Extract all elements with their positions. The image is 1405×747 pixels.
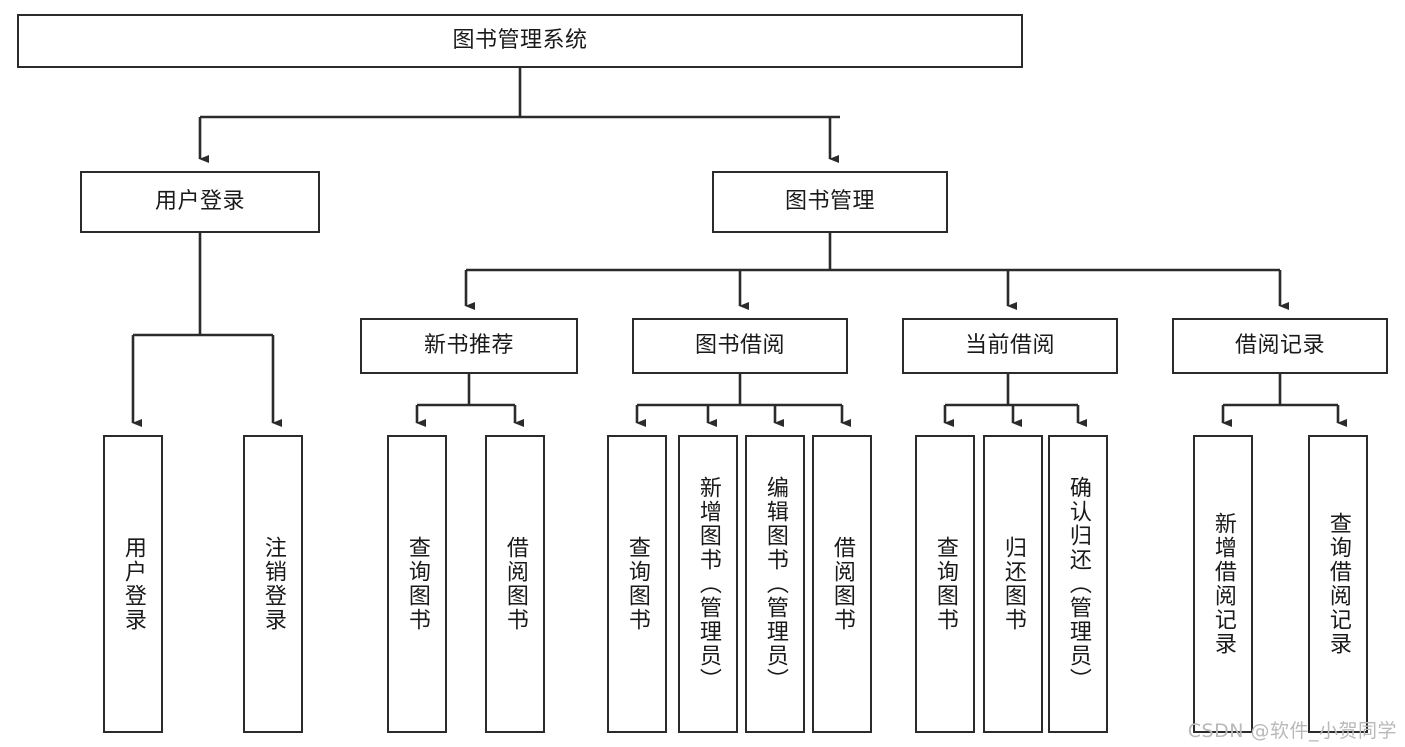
- node-label: 查询图书: [932, 536, 958, 632]
- node-label: 查询图书: [404, 536, 430, 632]
- watermark-text: CSDN @软件_小贺同学: [1187, 720, 1397, 742]
- node-label: 编辑图书（管理员）: [762, 476, 788, 692]
- node-label: 注销登录: [260, 536, 286, 632]
- node-leaf-add-book-admin[interactable]: 新增图书（管理员）: [678, 435, 738, 733]
- node-leaf-query-book-current[interactable]: 查询图书: [915, 435, 975, 733]
- node-label: 借阅图书: [502, 536, 528, 632]
- node-label: 图书管理系统: [452, 27, 588, 53]
- node-label: 归还图书: [1000, 536, 1026, 632]
- node-leaf-add-borrow-record[interactable]: 新增借阅记录: [1193, 435, 1253, 733]
- node-book-management-system[interactable]: 图书管理系统: [17, 14, 1023, 68]
- node-label: 用户登录: [154, 188, 245, 214]
- node-leaf-confirm-return-admin[interactable]: 确认归还（管理员）: [1048, 435, 1108, 733]
- node-user-login[interactable]: 用户登录: [80, 171, 320, 233]
- node-label: 图书借阅: [694, 332, 785, 358]
- node-label: 查询借阅记录: [1325, 512, 1351, 656]
- node-label: 借阅记录: [1234, 332, 1325, 358]
- node-label: 图书管理: [784, 188, 875, 214]
- node-leaf-query-borrow-record[interactable]: 查询借阅记录: [1308, 435, 1368, 733]
- node-leaf-borrow-book[interactable]: 借阅图书: [812, 435, 872, 733]
- node-label: 新书推荐: [423, 332, 514, 358]
- node-label: 借阅图书: [829, 536, 855, 632]
- node-leaf-user-login[interactable]: 用户登录: [103, 435, 163, 733]
- node-new-book-recommend[interactable]: 新书推荐: [360, 318, 578, 374]
- node-label: 查询图书: [624, 536, 650, 632]
- node-leaf-return-book[interactable]: 归还图书: [983, 435, 1043, 733]
- node-leaf-query-book-recommend[interactable]: 查询图书: [387, 435, 447, 733]
- node-current-borrow[interactable]: 当前借阅: [902, 318, 1118, 374]
- node-label: 当前借阅: [964, 332, 1055, 358]
- node-leaf-borrow-book-recommend[interactable]: 借阅图书: [485, 435, 545, 733]
- node-label: 新增借阅记录: [1210, 512, 1236, 656]
- node-borrow-records[interactable]: 借阅记录: [1172, 318, 1388, 374]
- node-label: 用户登录: [120, 536, 146, 632]
- node-book-management[interactable]: 图书管理: [712, 171, 948, 233]
- node-label: 确认归还（管理员）: [1065, 476, 1091, 692]
- node-leaf-edit-book-admin[interactable]: 编辑图书（管理员）: [745, 435, 805, 733]
- node-leaf-query-book-borrow[interactable]: 查询图书: [607, 435, 667, 733]
- node-book-borrow[interactable]: 图书借阅: [632, 318, 848, 374]
- node-label: 新增图书（管理员）: [695, 476, 721, 692]
- node-leaf-logout-login[interactable]: 注销登录: [243, 435, 303, 733]
